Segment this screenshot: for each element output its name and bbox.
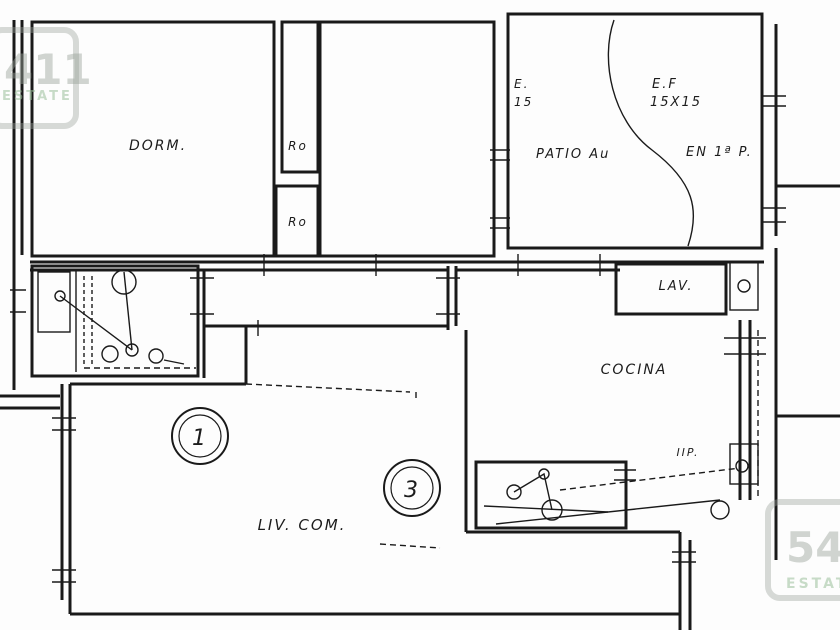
label-ef-left-1: E.	[514, 77, 529, 91]
label-iip: IIP.	[676, 446, 699, 459]
ro-closet-upper	[280, 20, 320, 174]
bathroom-2-fixtures	[483, 279, 751, 525]
ro-closet-lower	[274, 184, 320, 258]
marker-3-label: 3	[404, 478, 420, 503]
walls	[0, 12, 840, 630]
bathroom-1-fixtures	[37, 269, 185, 366]
laundry-room	[614, 262, 728, 316]
watermark-word-bottom: ESTATE	[786, 576, 840, 592]
room-label-lav: LAV.	[658, 279, 693, 294]
marker-3: 3	[383, 459, 441, 517]
room-label-liv-com: LIV. COM.	[258, 516, 347, 534]
room-label-patio: PATIO Au	[536, 147, 610, 162]
room-label-ro-upper: Ro	[288, 139, 308, 153]
watermark-number-top: 411	[4, 45, 92, 94]
bathroom-1	[30, 264, 200, 378]
patio-boundary-curve	[607, 19, 695, 247]
watermark-top-left: 411 ESTATE	[0, 27, 92, 129]
bathroom-2	[474, 460, 628, 530]
marker-1: 1	[171, 407, 229, 465]
room-label-ro-lower: Ro	[288, 215, 308, 229]
bedroom-2	[318, 20, 496, 258]
label-ef-right-2: 15X15	[650, 95, 702, 110]
dimension-ticks	[10, 95, 786, 583]
dorm-room	[30, 20, 276, 258]
room-label-dorm: DORM.	[129, 138, 187, 154]
label-en-1p: EN 1ª P.	[686, 145, 753, 160]
patio-room	[506, 12, 764, 250]
room-label-cocina: COCINA	[601, 362, 668, 378]
label-ef-right-1: E.F	[652, 77, 678, 92]
watermark-word-top: ESTATE	[2, 89, 73, 104]
overhead-dashed-lines	[84, 330, 759, 549]
watermark-bottom-right: 541 ESTATE	[765, 499, 840, 601]
label-ef-left-2: 15	[514, 95, 533, 109]
marker-1-label: 1	[192, 426, 208, 451]
watermark-number-bottom: 541	[786, 523, 840, 572]
